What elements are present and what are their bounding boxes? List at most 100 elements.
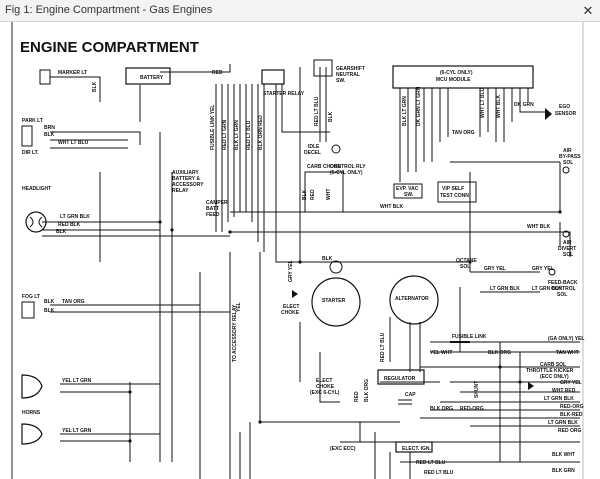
svg-text:DIR LT.: DIR LT.	[22, 150, 39, 156]
svg-text:ELECT. IGN.: ELECT. IGN.	[402, 446, 432, 452]
svg-text:OCTANE: OCTANE	[456, 258, 477, 264]
svg-text:CONTROL: CONTROL	[551, 286, 576, 292]
park-light: PARK LT DIR LT.	[21, 118, 43, 156]
fusible-link: FUSIBLE LINK	[450, 334, 487, 343]
svg-text:ELECT: ELECT	[316, 378, 332, 384]
svg-text:ELECT: ELECT	[283, 304, 299, 310]
vip-self-test-connector: VIP SELF TEST CONN	[437, 181, 477, 203]
svg-text:NEUTRAL: NEUTRAL	[336, 72, 360, 78]
svg-text:BRN: BRN	[44, 125, 55, 131]
svg-text:SOL: SOL	[563, 160, 573, 166]
svg-text:WHT RED: WHT RED	[552, 388, 576, 394]
svg-text:RED LT BLU: RED LT BLU	[416, 460, 446, 466]
svg-text:RED LT BLU: RED LT BLU	[246, 120, 252, 150]
octane-solenoid: OCTANE SOL	[456, 258, 477, 270]
svg-text:TAN ORG: TAN ORG	[452, 130, 475, 136]
svg-text:DK GRN LT GRN: DK GRN LT GRN	[416, 86, 422, 126]
idle-decel: IDLE DECEL	[304, 144, 341, 156]
svg-text:TAN WHT: TAN WHT	[556, 350, 579, 356]
marker-light: MARKER LT	[39, 69, 87, 85]
capacitor: CAP	[398, 392, 416, 405]
headlight: HEADLIGHT	[22, 186, 51, 233]
svg-text:EVP. VAC: EVP. VAC	[396, 186, 419, 192]
svg-text:PARK LT: PARK LT	[22, 118, 43, 124]
svg-text:BLK: BLK	[44, 299, 55, 305]
svg-text:BLK: BLK	[92, 81, 98, 92]
svg-text:(EXC 6-CYL): (EXC 6-CYL)	[310, 390, 340, 396]
svg-text:RED BLK: RED BLK	[58, 222, 81, 228]
svg-text:GRY YEL: GRY YEL	[484, 266, 506, 272]
svg-text:SENSOR: SENSOR	[555, 111, 577, 117]
svg-text:CHOKE: CHOKE	[281, 310, 300, 316]
svg-text:VIP SELF: VIP SELF	[442, 186, 464, 192]
svg-text:LT GRN BLK: LT GRN BLK	[60, 214, 90, 220]
wire-labels: BLK RED BRN BLK WHT LT BLU LT GRN BLK RE…	[44, 70, 585, 476]
svg-text:AIR: AIR	[563, 148, 572, 154]
diagram-heading: ENGINE COMPARTMENT	[20, 39, 199, 56]
svg-text:SW.: SW.	[336, 78, 346, 84]
title-bar: Fig 1: Engine Compartment - Gas Engines …	[0, 0, 600, 22]
svg-text:BLK ORG: BLK ORG	[488, 350, 511, 356]
svg-text:SW.: SW.	[404, 192, 414, 198]
wiring-diagram-svg: ENGINE COMPARTMENT	[11, 22, 585, 479]
svg-text:(GA ONLY) YEL: (GA ONLY) YEL	[548, 336, 585, 342]
svg-text:ACCESSORY: ACCESSORY	[172, 182, 204, 188]
svg-text:LT GRN BLK: LT GRN BLK	[544, 396, 574, 402]
svg-text:RED ORG: RED ORG	[558, 428, 581, 434]
svg-text:BATTERY: BATTERY	[140, 75, 164, 81]
svg-text:BLK: BLK	[322, 256, 333, 262]
svg-text:BLK: BLK	[328, 111, 334, 122]
svg-text:WHT LT BLU: WHT LT BLU	[480, 87, 486, 118]
feedback-control-solenoid: FEED-BACK CONTROL SOL	[548, 268, 578, 298]
svg-text:STARTER: STARTER	[322, 298, 346, 304]
starter-motor: STARTER	[311, 260, 361, 327]
svg-text:BLK GRN: BLK GRN	[552, 468, 575, 474]
svg-text:BLK-RED: BLK-RED	[560, 412, 583, 418]
svg-text:RED-ORG: RED-ORG	[560, 404, 584, 410]
svg-text:(6-CYL ONLY): (6-CYL ONLY)	[440, 70, 473, 76]
svg-text:BATT: BATT	[206, 206, 219, 212]
svg-text:BLK: BLK	[44, 308, 55, 314]
svg-text:BATTERY &: BATTERY &	[172, 176, 200, 182]
auxiliary-battery-relay: AUXILIARY BATTERY & ACCESSORY RELAY	[172, 170, 204, 194]
svg-text:MARKER LT: MARKER LT	[58, 70, 87, 76]
svg-text:WHT BLK: WHT BLK	[496, 95, 502, 118]
svg-text:GRY YEL: GRY YEL	[532, 266, 554, 272]
svg-text:MCU MODULE: MCU MODULE	[436, 77, 471, 83]
svg-text:GRY YEL: GRY YEL	[560, 380, 582, 386]
svg-text:DK GRN: DK GRN	[514, 102, 534, 108]
electronic-ignition: ELECT. IGN.	[395, 441, 433, 453]
fog-light: FOG LT	[21, 294, 40, 319]
svg-text:YEL LT GRN: YEL LT GRN	[62, 428, 92, 434]
svg-text:YEL LT GRN: YEL LT GRN	[62, 378, 92, 384]
svg-text:GEARSHIFT: GEARSHIFT	[336, 66, 365, 72]
svg-text:TEST CONN: TEST CONN	[440, 193, 469, 199]
svg-text:FOG LT: FOG LT	[22, 294, 40, 300]
svg-text:BLK ORG: BLK ORG	[430, 406, 453, 412]
starter-relay: STARTER RELAY	[261, 69, 305, 97]
horns: HORNS	[21, 374, 43, 445]
wires	[42, 64, 580, 479]
svg-text:RED: RED	[354, 391, 360, 402]
svg-text:FEED-BACK: FEED-BACK	[548, 280, 578, 286]
svg-text:GRY YEL: GRY YEL	[288, 260, 294, 282]
svg-text:IDLE: IDLE	[308, 144, 320, 150]
electric-choke: ELECT CHOKE	[281, 290, 300, 316]
svg-text:RELAY: RELAY	[172, 188, 189, 194]
svg-text:(ECC ONLY): (ECC ONLY)	[540, 374, 569, 380]
svg-text:AIR: AIR	[563, 240, 572, 246]
battery: BATTERY	[125, 67, 171, 85]
svg-text:YEL: YEL	[236, 302, 242, 312]
svg-text:WHT BLK: WHT BLK	[527, 224, 550, 230]
voltage-regulator: REGULATOR	[377, 369, 425, 385]
svg-text:STARTER RELAY: STARTER RELAY	[263, 91, 305, 97]
svg-text:WHT BLK: WHT BLK	[380, 204, 403, 210]
close-icon[interactable]: ✕	[582, 3, 594, 18]
camper-battery-feed: CAMPER BATT FEED	[206, 200, 228, 218]
ego-sensor: EGO SENSOR	[545, 104, 577, 120]
svg-text:EGO: EGO	[559, 104, 570, 110]
junction-dots	[128, 210, 562, 443]
svg-text:BLK LT GRN: BLK LT GRN	[234, 120, 240, 150]
svg-text:CARB SOL: CARB SOL	[540, 362, 566, 368]
